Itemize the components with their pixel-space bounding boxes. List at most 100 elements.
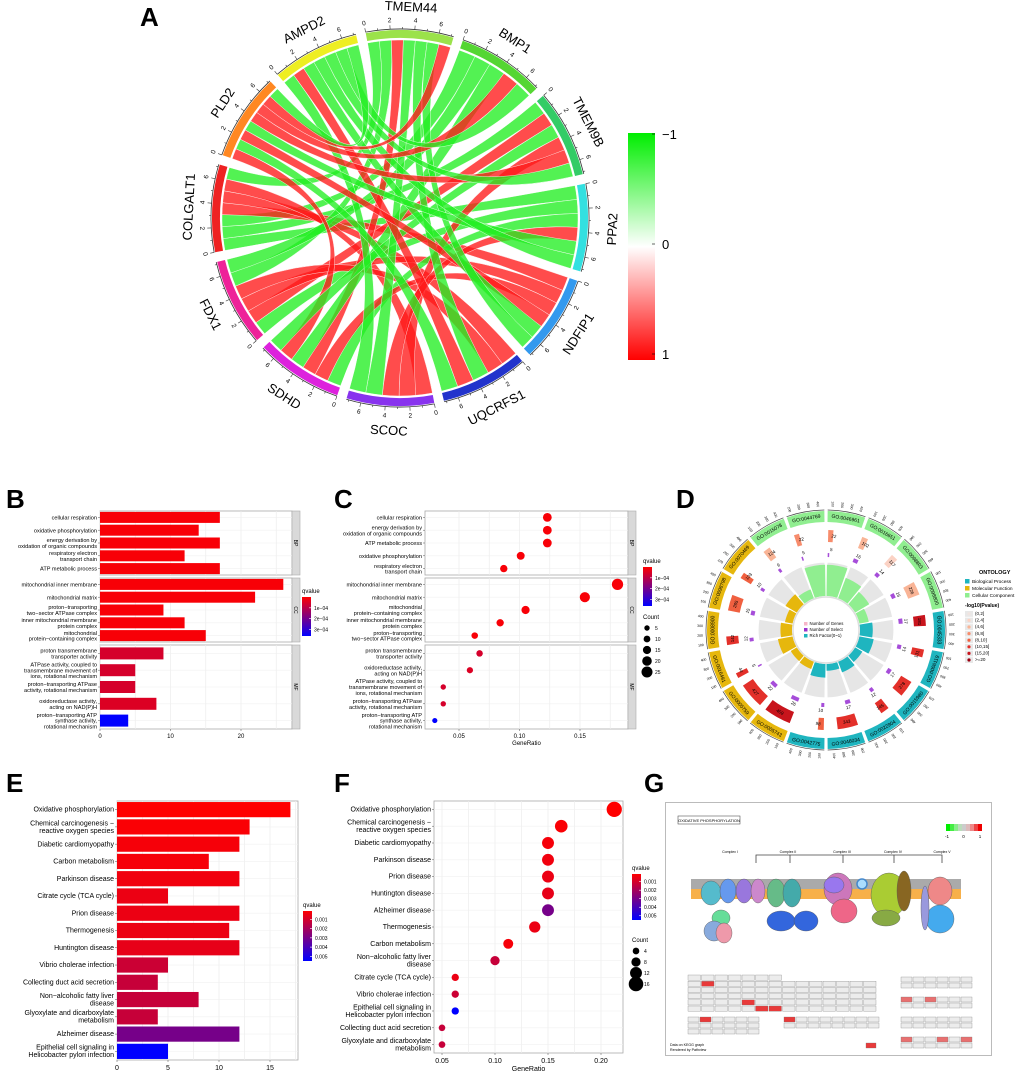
- axis-tick-label: 0: [331, 401, 337, 409]
- gene-sector: [572, 183, 588, 272]
- pvalue-legend-key: [967, 618, 971, 622]
- gene-box: [924, 1016, 937, 1023]
- gene-box: [936, 996, 949, 1003]
- gene-label: BMP1: [496, 25, 534, 57]
- gene-box: [960, 982, 973, 989]
- axis-tick: [306, 51, 308, 54]
- legend-swatch: [978, 824, 982, 831]
- sector-axis: [786, 742, 825, 751]
- pvalue-legend-key: [967, 638, 971, 642]
- axis-tick-label: 0: [245, 343, 253, 351]
- dot: [476, 650, 483, 657]
- axis-tick-label: 2: [220, 125, 228, 132]
- axis-tick-label: 6: [263, 362, 271, 370]
- bar: [100, 630, 206, 642]
- axis-tick-label: 4: [594, 231, 601, 236]
- sector-axis: [707, 571, 722, 608]
- gene-box: [822, 987, 836, 993]
- gene-box: [768, 1005, 782, 1012]
- gene-box: [782, 1005, 796, 1012]
- gene-box: [836, 987, 850, 993]
- rich-factor-bar: [855, 608, 869, 624]
- category-label-line: ions, rotational mechanism: [30, 674, 97, 680]
- category-label-line: protein complex: [58, 624, 98, 630]
- outer-axis-label: 200: [923, 703, 930, 710]
- pvalue-legend-key: [967, 632, 971, 636]
- size-legend-title: Count: [632, 938, 648, 944]
- gene-box: [960, 1002, 973, 1009]
- axis-tick-label: 0: [463, 28, 469, 36]
- gene-box: [924, 976, 937, 983]
- gene-count-bar: [874, 698, 889, 714]
- dot: [611, 578, 624, 591]
- gene-box: [782, 993, 796, 999]
- gene-box: [924, 982, 937, 989]
- rich-factor-bar: [785, 594, 804, 613]
- category-label-line: proton transmembrane: [40, 649, 97, 655]
- gene-box: [782, 999, 796, 1006]
- select-count-bar: [852, 558, 859, 564]
- dot: [451, 973, 459, 982]
- x-axis-title: GeneRatio: [512, 1066, 546, 1072]
- gene-box: [741, 999, 755, 1006]
- gene-box: [735, 1028, 748, 1035]
- axis-tick-label: 4: [199, 200, 206, 205]
- outer-axis-label: 300: [882, 738, 888, 745]
- outer-axis-label: 100: [737, 719, 744, 726]
- category-label-line: proton−transporting ATPase: [353, 699, 422, 705]
- axis-tick: [240, 108, 245, 112]
- category-label: Collecting duct acid secretion: [23, 979, 114, 986]
- gene-sector: [277, 35, 358, 82]
- category-label-line: oxidative phosphorylation: [359, 554, 422, 560]
- gene-box: [795, 999, 809, 1006]
- qvalue-colorbar: [302, 597, 311, 636]
- bar: [117, 853, 209, 870]
- size-legend-label: 25: [655, 670, 661, 676]
- select-count-bar: [885, 667, 892, 675]
- size-legend-dot: [642, 656, 652, 666]
- axis-tick-label: 0: [434, 409, 439, 417]
- gene-box: [960, 1036, 973, 1043]
- size-legend-label: 5: [655, 626, 658, 632]
- gene-count-label: 44: [738, 667, 745, 674]
- protein-complex-shape: [719, 878, 737, 904]
- colorbar-tick-label: 0: [662, 237, 669, 252]
- bar: [100, 617, 185, 629]
- gene-box: [755, 993, 769, 999]
- dot: [529, 921, 541, 933]
- select-count-bar: [821, 702, 825, 707]
- protein-complex-shape: [823, 876, 845, 894]
- select-count-bar: [801, 556, 804, 561]
- category-label-line: transport chain: [385, 570, 422, 576]
- category-label: Collecting duct acid secretion: [340, 1025, 431, 1032]
- category-label: Thermogenesis: [383, 924, 432, 931]
- gene-box: [807, 1016, 820, 1023]
- axis-tick: [224, 142, 227, 144]
- pvalue-legend-key: [967, 612, 971, 616]
- bar: [117, 905, 240, 921]
- category-label: Huntington disease: [371, 891, 431, 898]
- category-label: mitochondrial inner membrane: [346, 583, 422, 589]
- outer-axis-label: 400: [897, 525, 904, 532]
- gene-box: [741, 974, 755, 981]
- outer-axis-label: 400: [858, 506, 863, 513]
- gene-box: [865, 1042, 877, 1049]
- gene-box: [714, 974, 728, 981]
- gene-label: TMEM9B: [569, 94, 607, 149]
- outer-axis-label: 400: [927, 557, 934, 564]
- go-term-id: GO:0008900: [710, 615, 716, 644]
- gene-label: TMEM44: [384, 0, 437, 16]
- category-label-line: Alzheimer disease: [374, 907, 431, 914]
- rich-factor-bar: [848, 647, 863, 663]
- gene-box: [755, 981, 769, 987]
- ontology-sector: [827, 731, 866, 749]
- size-legend-title: Count: [643, 615, 659, 621]
- gene-count-label: 142: [730, 634, 735, 642]
- gene-box: [741, 981, 755, 987]
- colorbar-tick-label: −1: [662, 127, 677, 142]
- ontology-legend-key: [965, 593, 970, 598]
- gene-count-label: 226: [908, 586, 915, 595]
- pathway-footer: Data on KEGG graph: [670, 1043, 704, 1047]
